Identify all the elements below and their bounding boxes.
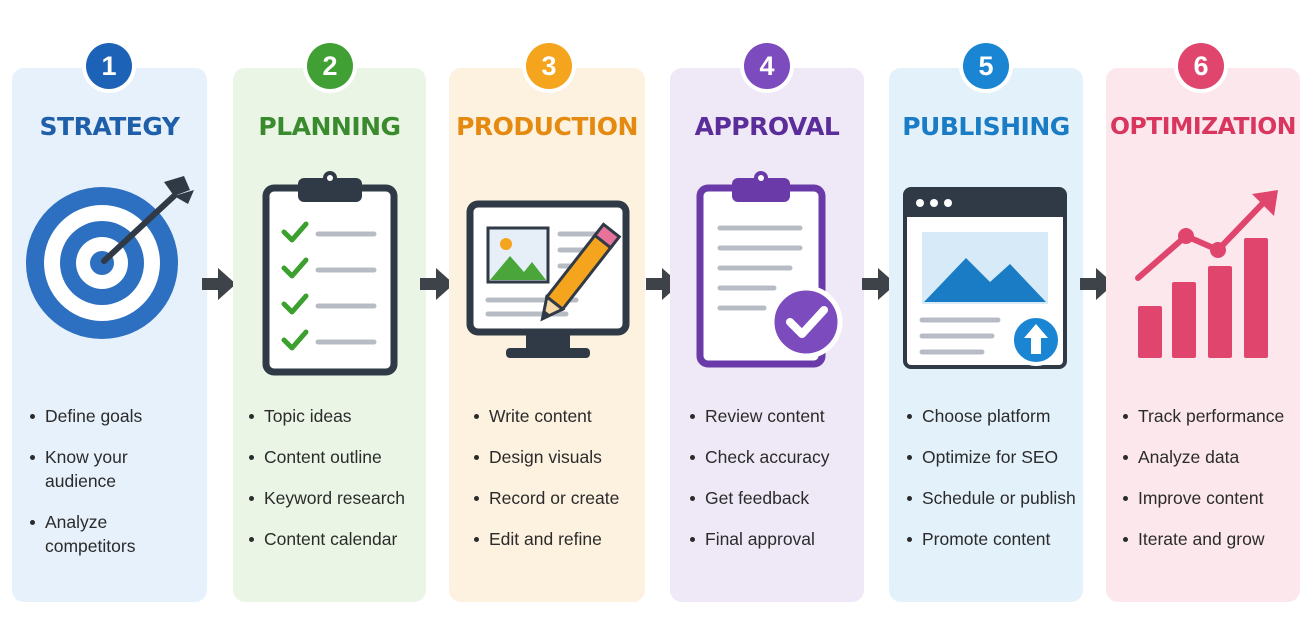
list-item: Edit and refine <box>472 527 642 551</box>
bullet-list-production: Write content Design visuals Record or c… <box>472 404 642 568</box>
clipboard-approved-icon <box>696 171 843 368</box>
list-item: Iterate and grow <box>1121 527 1301 551</box>
bullet-list-publishing: Choose platform Optimize for SEO Schedul… <box>905 404 1080 568</box>
list-item: Analyze competitors <box>28 510 198 558</box>
step-title-strategy: STRATEGY <box>39 112 180 141</box>
step-number-badge: 3 <box>526 43 572 89</box>
target-icon <box>26 176 194 339</box>
list-item: Design visuals <box>472 445 642 469</box>
step-number-badge: 5 <box>963 43 1009 89</box>
list-item: Choose platform <box>905 404 1080 428</box>
list-item: Content outline <box>247 445 422 469</box>
arrow-right-icon <box>420 268 454 300</box>
list-item: Record or create <box>472 486 642 510</box>
list-item: Promote content <box>905 527 1080 551</box>
clipboard-checklist-icon <box>262 171 398 376</box>
growth-chart-icon <box>1135 190 1278 358</box>
arrow-right-icon <box>646 268 680 300</box>
arrow-right-icon <box>1080 268 1114 300</box>
arrow-right-icon <box>862 268 896 300</box>
list-item: Keyword research <box>247 486 422 510</box>
list-item: Check accuracy <box>688 445 858 469</box>
browser-upload-icon <box>903 187 1067 369</box>
list-item: Get feedback <box>688 486 858 510</box>
step-title-planning: PLANNING <box>258 112 401 141</box>
step-number-badge: 2 <box>307 43 353 89</box>
bullet-list-planning: Topic ideas Content outline Keyword rese… <box>247 404 422 568</box>
step-number-badge: 1 <box>86 43 132 89</box>
bullet-list-optimization: Track performance Analyze data Improve c… <box>1121 404 1301 568</box>
list-item: Review content <box>688 404 858 428</box>
list-item: Write content <box>472 404 642 428</box>
step-title-optimization: OPTIMIZATION <box>1110 112 1296 140</box>
monitor-pencil-icon <box>466 200 630 358</box>
list-item: Optimize for SEO <box>905 445 1080 469</box>
list-item: Schedule or publish <box>905 486 1080 510</box>
arrow-right-icon <box>202 268 236 300</box>
list-item: Improve content <box>1121 486 1301 510</box>
list-item: Define goals <box>28 404 198 428</box>
list-item: Final approval <box>688 527 858 551</box>
step-title-production: PRODUCTION <box>456 112 638 141</box>
list-item: Analyze data <box>1121 445 1301 469</box>
list-item: Track performance <box>1121 404 1301 428</box>
list-item: Content calendar <box>247 527 422 551</box>
bullet-list-strategy: Define goals Know your audience Analyze … <box>28 404 198 575</box>
bullet-list-approval: Review content Check accuracy Get feedba… <box>688 404 858 568</box>
step-number-badge: 6 <box>1178 43 1224 89</box>
list-item: Topic ideas <box>247 404 422 428</box>
step-number-badge: 4 <box>744 43 790 89</box>
list-item: Know your audience <box>28 445 198 493</box>
step-title-publishing: PUBLISHING <box>902 112 1070 141</box>
step-title-approval: APPROVAL <box>694 112 840 141</box>
